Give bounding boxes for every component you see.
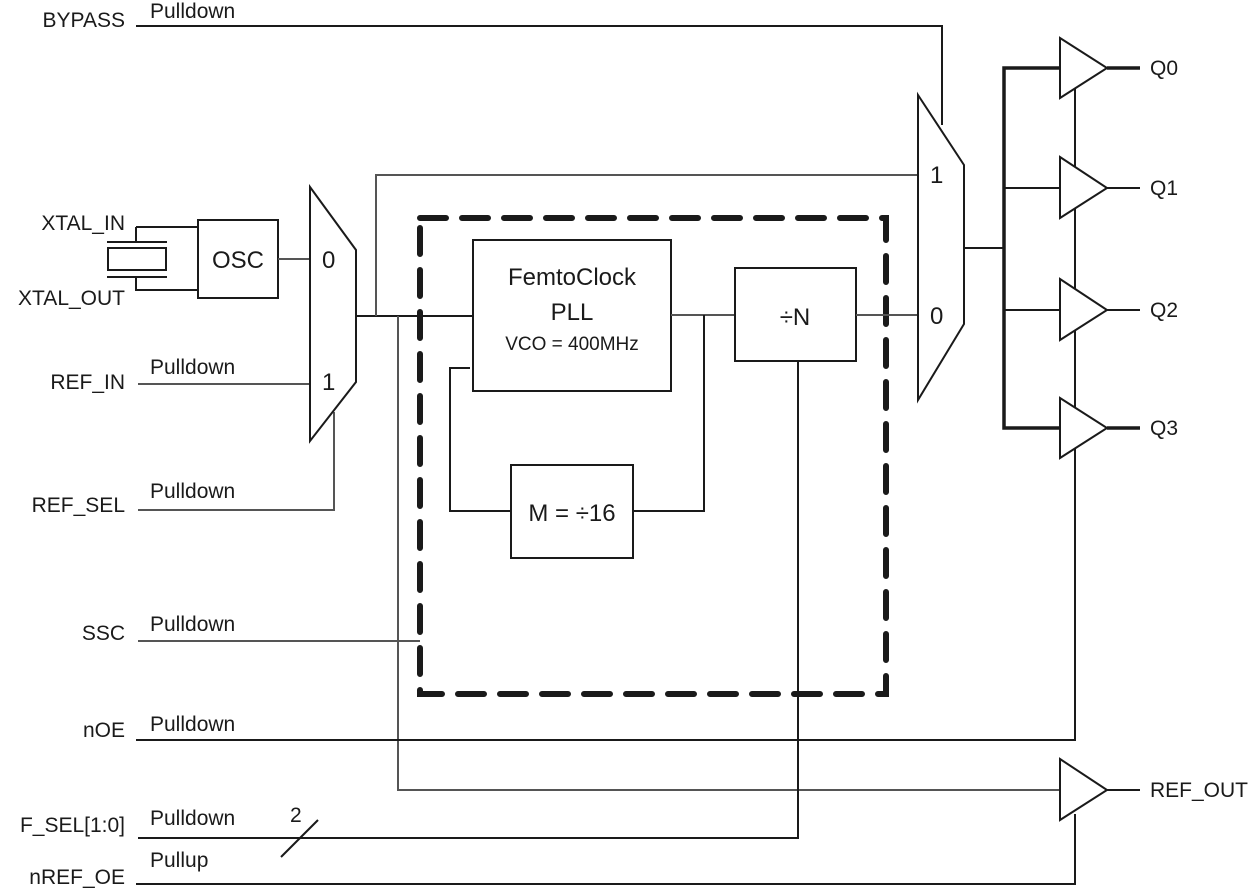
output-mux-in0: 0 — [930, 303, 943, 330]
n-divider-block — [734, 267, 857, 362]
f-sel-bus-width: 2 — [290, 804, 302, 827]
ref-in-bias: Pulldown — [150, 356, 235, 379]
q0-label: Q0 — [1150, 57, 1178, 80]
output-mux — [917, 91, 965, 404]
bus-slash-icon — [280, 819, 319, 858]
ref-sel-wire — [138, 412, 335, 511]
m-divider-block — [510, 464, 634, 559]
input-mux — [309, 183, 357, 444]
pll-label-1: FemtoClock — [508, 264, 637, 291]
output-mux-in1: 1 — [930, 162, 943, 189]
f-sel-bias: Pulldown — [150, 807, 235, 830]
q1-label: Q1 — [1150, 177, 1178, 200]
ref-sel-label: REF_SEL — [32, 494, 125, 517]
f-sel-wire — [138, 361, 799, 839]
input-mux-in1: 1 — [322, 369, 335, 396]
crystal-icon — [107, 226, 198, 291]
pll-label-2: PLL — [551, 299, 594, 326]
m-divider-label: M = ÷16 — [528, 500, 615, 527]
q2-label: Q2 — [1150, 299, 1178, 322]
bypass-bias: Pulldown — [150, 0, 235, 23]
pll-boundary — [417, 215, 889, 697]
ref-sel-bias: Pulldown — [150, 480, 235, 503]
n-divider-label: ÷N — [780, 304, 811, 331]
nref-oe-label: nREF_OE — [29, 866, 125, 889]
xtal-out-label: XTAL_OUT — [18, 287, 125, 310]
ref-out-path-wire — [397, 316, 1060, 791]
noe-label: nOE — [83, 719, 125, 742]
noe-bias: Pulldown — [150, 713, 235, 736]
osc-label: OSC — [212, 247, 264, 274]
nref-oe-wire — [136, 814, 1076, 885]
q3-buffer — [1059, 396, 1109, 460]
ssc-bias: Pulldown — [150, 613, 235, 636]
feedback-wire — [633, 315, 705, 512]
xtal-in-label: XTAL_IN — [41, 212, 125, 235]
bypass-path-wire — [375, 174, 918, 316]
q1-buffer — [1059, 155, 1109, 220]
pll-label-3: VCO = 400MHz — [505, 334, 639, 355]
bypass-label: BYPASS — [43, 9, 125, 32]
q0-buffer — [1059, 36, 1109, 100]
input-mux-in0: 0 — [322, 247, 335, 274]
pll-block — [472, 239, 672, 392]
noe-wire — [136, 440, 1076, 741]
bypass-wire — [136, 25, 943, 125]
f-sel-label: F_SEL[1:0] — [20, 814, 125, 837]
q3-label: Q3 — [1150, 417, 1178, 440]
ssc-label: SSC — [82, 622, 125, 645]
ref-out-label: REF_OUT — [1150, 779, 1248, 802]
nref-oe-bias: Pullup — [150, 849, 208, 872]
ref-out-buffer — [1059, 757, 1109, 822]
fanout-bus — [1002, 66, 1060, 430]
q2-buffer — [1059, 277, 1109, 342]
feedback-return-wire — [449, 367, 511, 512]
ref-in-label: REF_IN — [50, 371, 125, 394]
